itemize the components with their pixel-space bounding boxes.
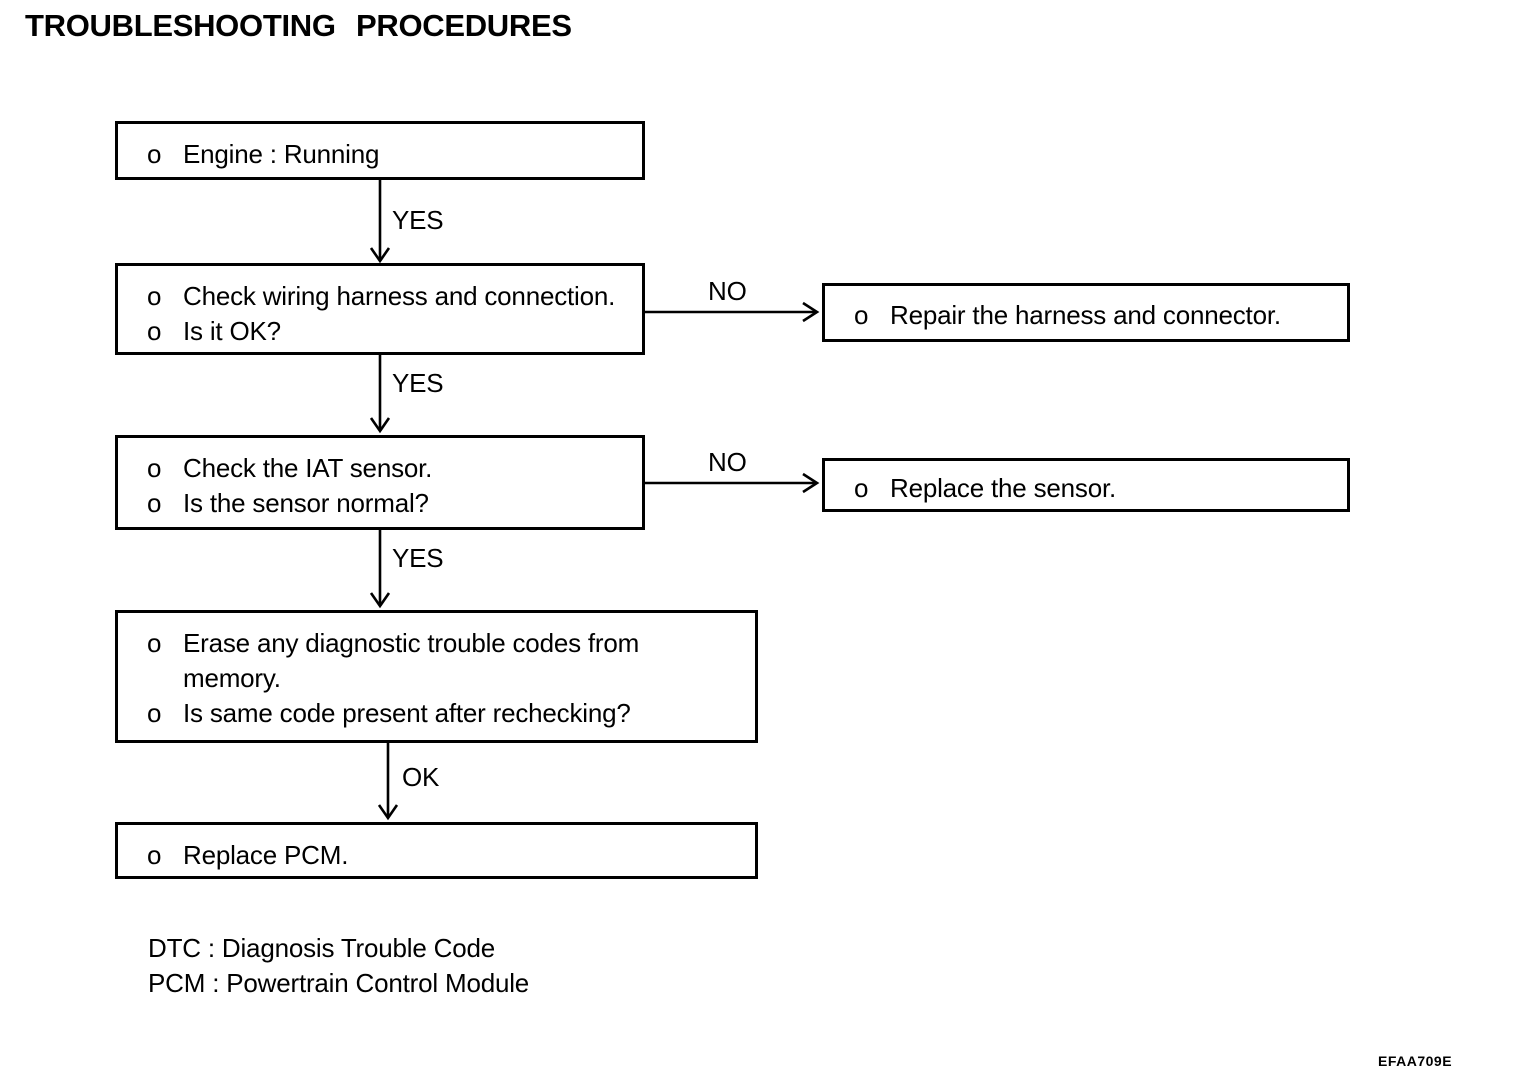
connector-label-yes-1: YES bbox=[392, 205, 444, 235]
connector-iat-to-erase bbox=[369, 530, 391, 609]
item-text: Replace PCM. bbox=[183, 840, 349, 870]
bullet-marker: o bbox=[147, 316, 162, 346]
bullet-item: o Replace the sensor. bbox=[854, 471, 1341, 506]
abbreviation-legend: DTC : Diagnosis Trouble Code PCM : Power… bbox=[148, 931, 529, 1001]
item-text: Erase any diagnostic trouble codes from … bbox=[183, 628, 640, 693]
flow-box-erase-dtc: o Erase any diagnostic trouble codes fro… bbox=[115, 610, 758, 743]
item-text: Engine : Running bbox=[183, 139, 380, 169]
bullet-marker: o bbox=[147, 840, 162, 870]
connector-engine-to-wiring bbox=[369, 180, 391, 264]
connector-erase-to-pcm bbox=[377, 743, 399, 821]
bullet-marker: o bbox=[854, 300, 869, 330]
connector-label-no-2: NO bbox=[708, 447, 747, 477]
item-text: Repair the harness and connector. bbox=[890, 300, 1281, 330]
bullet-item: o Is the sensor normal? bbox=[147, 486, 636, 521]
bullet-item: o Is it OK? bbox=[147, 314, 636, 349]
item-text: Check the IAT sensor. bbox=[183, 453, 433, 483]
figure-code: EFAA709E bbox=[1378, 1053, 1453, 1069]
page-title: TROUBLESHOOTING PROCEDURES bbox=[25, 8, 572, 43]
legend-line-pcm: PCM : Powertrain Control Module bbox=[148, 968, 530, 998]
bullet-marker: o bbox=[147, 281, 162, 311]
flow-box-repair-harness: o Repair the harness and connector. bbox=[822, 283, 1350, 342]
connector-wiring-to-iat bbox=[369, 355, 391, 434]
legend-line-dtc: DTC : Diagnosis Trouble Code bbox=[148, 933, 495, 963]
bullet-item: o Erase any diagnostic trouble codes fro… bbox=[147, 626, 749, 696]
bullet-item: o Replace PCM. bbox=[147, 838, 749, 873]
item-text: Is the sensor normal? bbox=[183, 488, 429, 518]
connector-label-yes-2: YES bbox=[392, 368, 444, 398]
flow-box-replace-pcm: o Replace PCM. bbox=[115, 822, 758, 879]
flow-box-engine-running: o Engine : Running bbox=[115, 121, 645, 180]
bullet-marker: o bbox=[147, 139, 162, 169]
bullet-item: o Repair the harness and connector. bbox=[854, 298, 1341, 333]
bullet-marker: o bbox=[147, 628, 162, 658]
bullet-item: o Check wiring harness and connection. bbox=[147, 279, 636, 314]
item-text: Check wiring harness and connection. bbox=[183, 281, 616, 311]
item-text: Is same code present after rechecking? bbox=[183, 698, 631, 728]
bullet-item: o Check the IAT sensor. bbox=[147, 451, 636, 486]
bullet-item: o Is same code present after rechecking? bbox=[147, 696, 749, 731]
bullet-marker: o bbox=[147, 453, 162, 483]
bullet-marker: o bbox=[854, 473, 869, 503]
connector-label-no-1: NO bbox=[708, 276, 747, 306]
flow-box-replace-sensor: o Replace the sensor. bbox=[822, 458, 1350, 512]
bullet-marker: o bbox=[147, 698, 162, 728]
flow-box-check-wiring: o Check wiring harness and connection. o… bbox=[115, 263, 645, 355]
bullet-marker: o bbox=[147, 488, 162, 518]
flow-box-check-iat-sensor: o Check the IAT sensor. o Is the sensor … bbox=[115, 435, 645, 530]
item-text: Is it OK? bbox=[183, 316, 281, 346]
connector-label-yes-3: YES bbox=[392, 543, 444, 573]
connector-label-ok: OK bbox=[402, 762, 440, 792]
bullet-item: o Engine : Running bbox=[147, 137, 636, 172]
item-text: Replace the sensor. bbox=[890, 473, 1117, 503]
